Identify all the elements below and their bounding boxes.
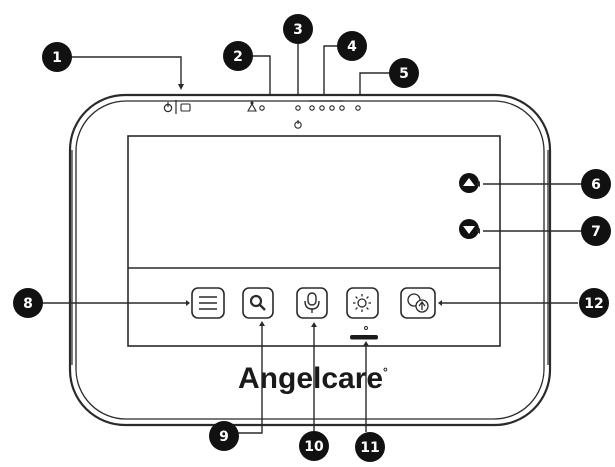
menu-button[interactable] — [191, 287, 225, 319]
link-indicator-icon — [247, 101, 265, 112]
menu-icon — [199, 296, 217, 310]
screen — [127, 135, 501, 347]
callout-7: 7 — [581, 216, 611, 246]
talk-button[interactable] — [296, 287, 328, 319]
svg-text:11: 11 — [360, 440, 379, 456]
brightness-icon — [353, 294, 371, 312]
brand-mark: ° — [383, 365, 388, 379]
status-led-icon — [355, 105, 361, 111]
brightness-button[interactable] — [346, 287, 379, 319]
svg-text:5: 5 — [399, 66, 409, 82]
camera-switch-button[interactable] — [400, 287, 436, 319]
svg-text:9: 9 — [219, 429, 229, 445]
callout-6: 6 — [581, 169, 611, 199]
power-led-icon — [294, 105, 302, 129]
svg-text:10: 10 — [304, 439, 324, 455]
down-button[interactable] — [459, 219, 479, 239]
callout-2: 2 — [223, 41, 253, 71]
camera-switch-icon — [407, 293, 429, 313]
svg-text:12: 12 — [584, 296, 603, 312]
callout-12: 12 — [579, 288, 609, 318]
battery-indicator-icon — [350, 326, 378, 340]
svg-text:4: 4 — [347, 39, 357, 55]
callout-3: 3 — [283, 14, 313, 44]
leader-lines — [38, 42, 583, 434]
leader-arrowheads — [178, 84, 480, 346]
magnifier-icon — [249, 294, 266, 311]
callout-4: 4 — [337, 31, 367, 61]
callout-5: 5 — [389, 58, 419, 88]
svg-text:7: 7 — [591, 224, 601, 240]
microphone-icon — [304, 292, 320, 313]
up-arrow-icon — [463, 178, 475, 186]
svg-text:3: 3 — [293, 22, 303, 38]
callout-8: 8 — [13, 288, 43, 318]
callout-1: 1 — [42, 42, 72, 72]
brand-logo: Angelcare — [238, 362, 383, 395]
svg-text:1: 1 — [52, 50, 62, 66]
power-camera-switch-icon[interactable] — [163, 100, 191, 114]
svg-text:8: 8 — [23, 296, 33, 312]
sound-level-leds-icon — [309, 100, 345, 111]
up-button[interactable] — [459, 173, 479, 193]
svg-text:2: 2 — [233, 49, 243, 65]
zoom-button[interactable] — [242, 287, 274, 319]
svg-text:6: 6 — [591, 177, 601, 193]
callout-10: 10 — [299, 431, 329, 461]
callout-11: 11 — [355, 432, 385, 462]
callout-9: 9 — [209, 421, 239, 451]
down-arrow-icon — [463, 226, 475, 234]
